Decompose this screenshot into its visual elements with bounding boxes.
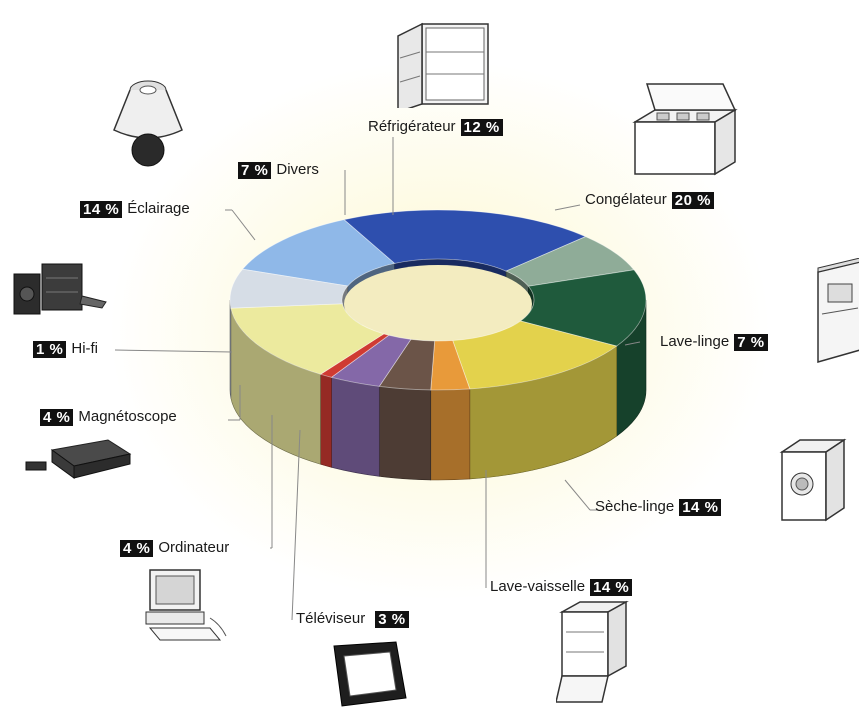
dryer-icon: [779, 438, 847, 522]
value-label: 7 %: [238, 161, 272, 179]
television-icon: [333, 641, 407, 707]
category-name: Éclairage: [127, 200, 190, 217]
slice-wall-ordinateur: [378, 385, 432, 481]
value-label: 4 %: [120, 539, 154, 557]
donut-top-faces: [229, 209, 647, 391]
category-name: Congélateur: [585, 191, 667, 208]
label-televiseur: Téléviseur 3 %: [296, 610, 409, 628]
label-lave-linge: Lave-linge 7 %: [660, 333, 768, 351]
leader-lines: [114, 137, 641, 621]
slice-sèche-linge: [519, 269, 647, 347]
label-congelateur: Congélateur 20 %: [585, 191, 714, 209]
value-label: 20 %: [671, 191, 714, 209]
label-divers: 7 % Divers: [238, 161, 319, 179]
slice-éclairage: [230, 303, 385, 375]
category-name: Téléviseur: [296, 610, 366, 627]
donut-inner-walls: [342, 259, 534, 341]
category-name: Ordinateur: [158, 539, 230, 556]
slice-divers: [229, 268, 349, 309]
slice-lave-vaisselle: [452, 320, 618, 390]
label-hi-fi: 1 % Hi-fi: [33, 340, 98, 358]
label-eclairage: 14 % Éclairage: [80, 200, 190, 218]
slice-wall-hi-fi: [320, 373, 332, 468]
category-name: Divers: [276, 161, 319, 178]
refrigerator-icon: [397, 22, 489, 108]
dishwasher-icon: [556, 600, 629, 703]
label-ordinateur: 4 % Ordinateur: [120, 539, 229, 557]
slice-congélateur: [343, 209, 587, 272]
label-magnetoscope: 4 % Magnétoscope: [40, 408, 177, 426]
value-label: 1 %: [33, 340, 67, 358]
category-name: Sèche-linge: [595, 498, 675, 515]
slice-wall-magnétoscope: [331, 376, 380, 477]
slice-wall-divers: [229, 299, 232, 399]
category-name: Lave-linge: [660, 333, 730, 350]
label-refrigerateur: Réfrigérateur 12 %: [368, 118, 503, 136]
slice-réfrigérateur: [241, 219, 396, 287]
donut-outer-walls: [229, 299, 647, 481]
value-label: 12 %: [460, 118, 503, 136]
label-seche-linge: Sèche-linge 14 %: [595, 498, 722, 516]
value-label: 14 %: [679, 498, 722, 516]
category-name: Réfrigérateur: [368, 118, 456, 135]
value-label: 7 %: [734, 333, 768, 351]
category-name: Magnétoscope: [78, 408, 177, 425]
freezer-icon: [632, 83, 738, 176]
hifi-icon: [13, 263, 107, 315]
category-name: Lave-vaisselle: [490, 578, 586, 595]
value-label: 14 %: [80, 200, 123, 218]
vcr-icon: [25, 439, 132, 479]
value-label: 14 %: [590, 578, 633, 596]
donut-hole: [344, 265, 532, 341]
lamp-icon: [113, 80, 183, 167]
computer-icon: [145, 569, 227, 641]
value-label: 3 %: [375, 610, 409, 628]
value-label: 4 %: [40, 408, 74, 426]
category-name: Hi-fi: [71, 340, 99, 357]
washing-machine-icon: [817, 258, 859, 363]
slice-wall-téléviseur: [430, 388, 471, 481]
label-lave-vaisselle: Lave-vaisselle 14 %: [490, 578, 633, 596]
